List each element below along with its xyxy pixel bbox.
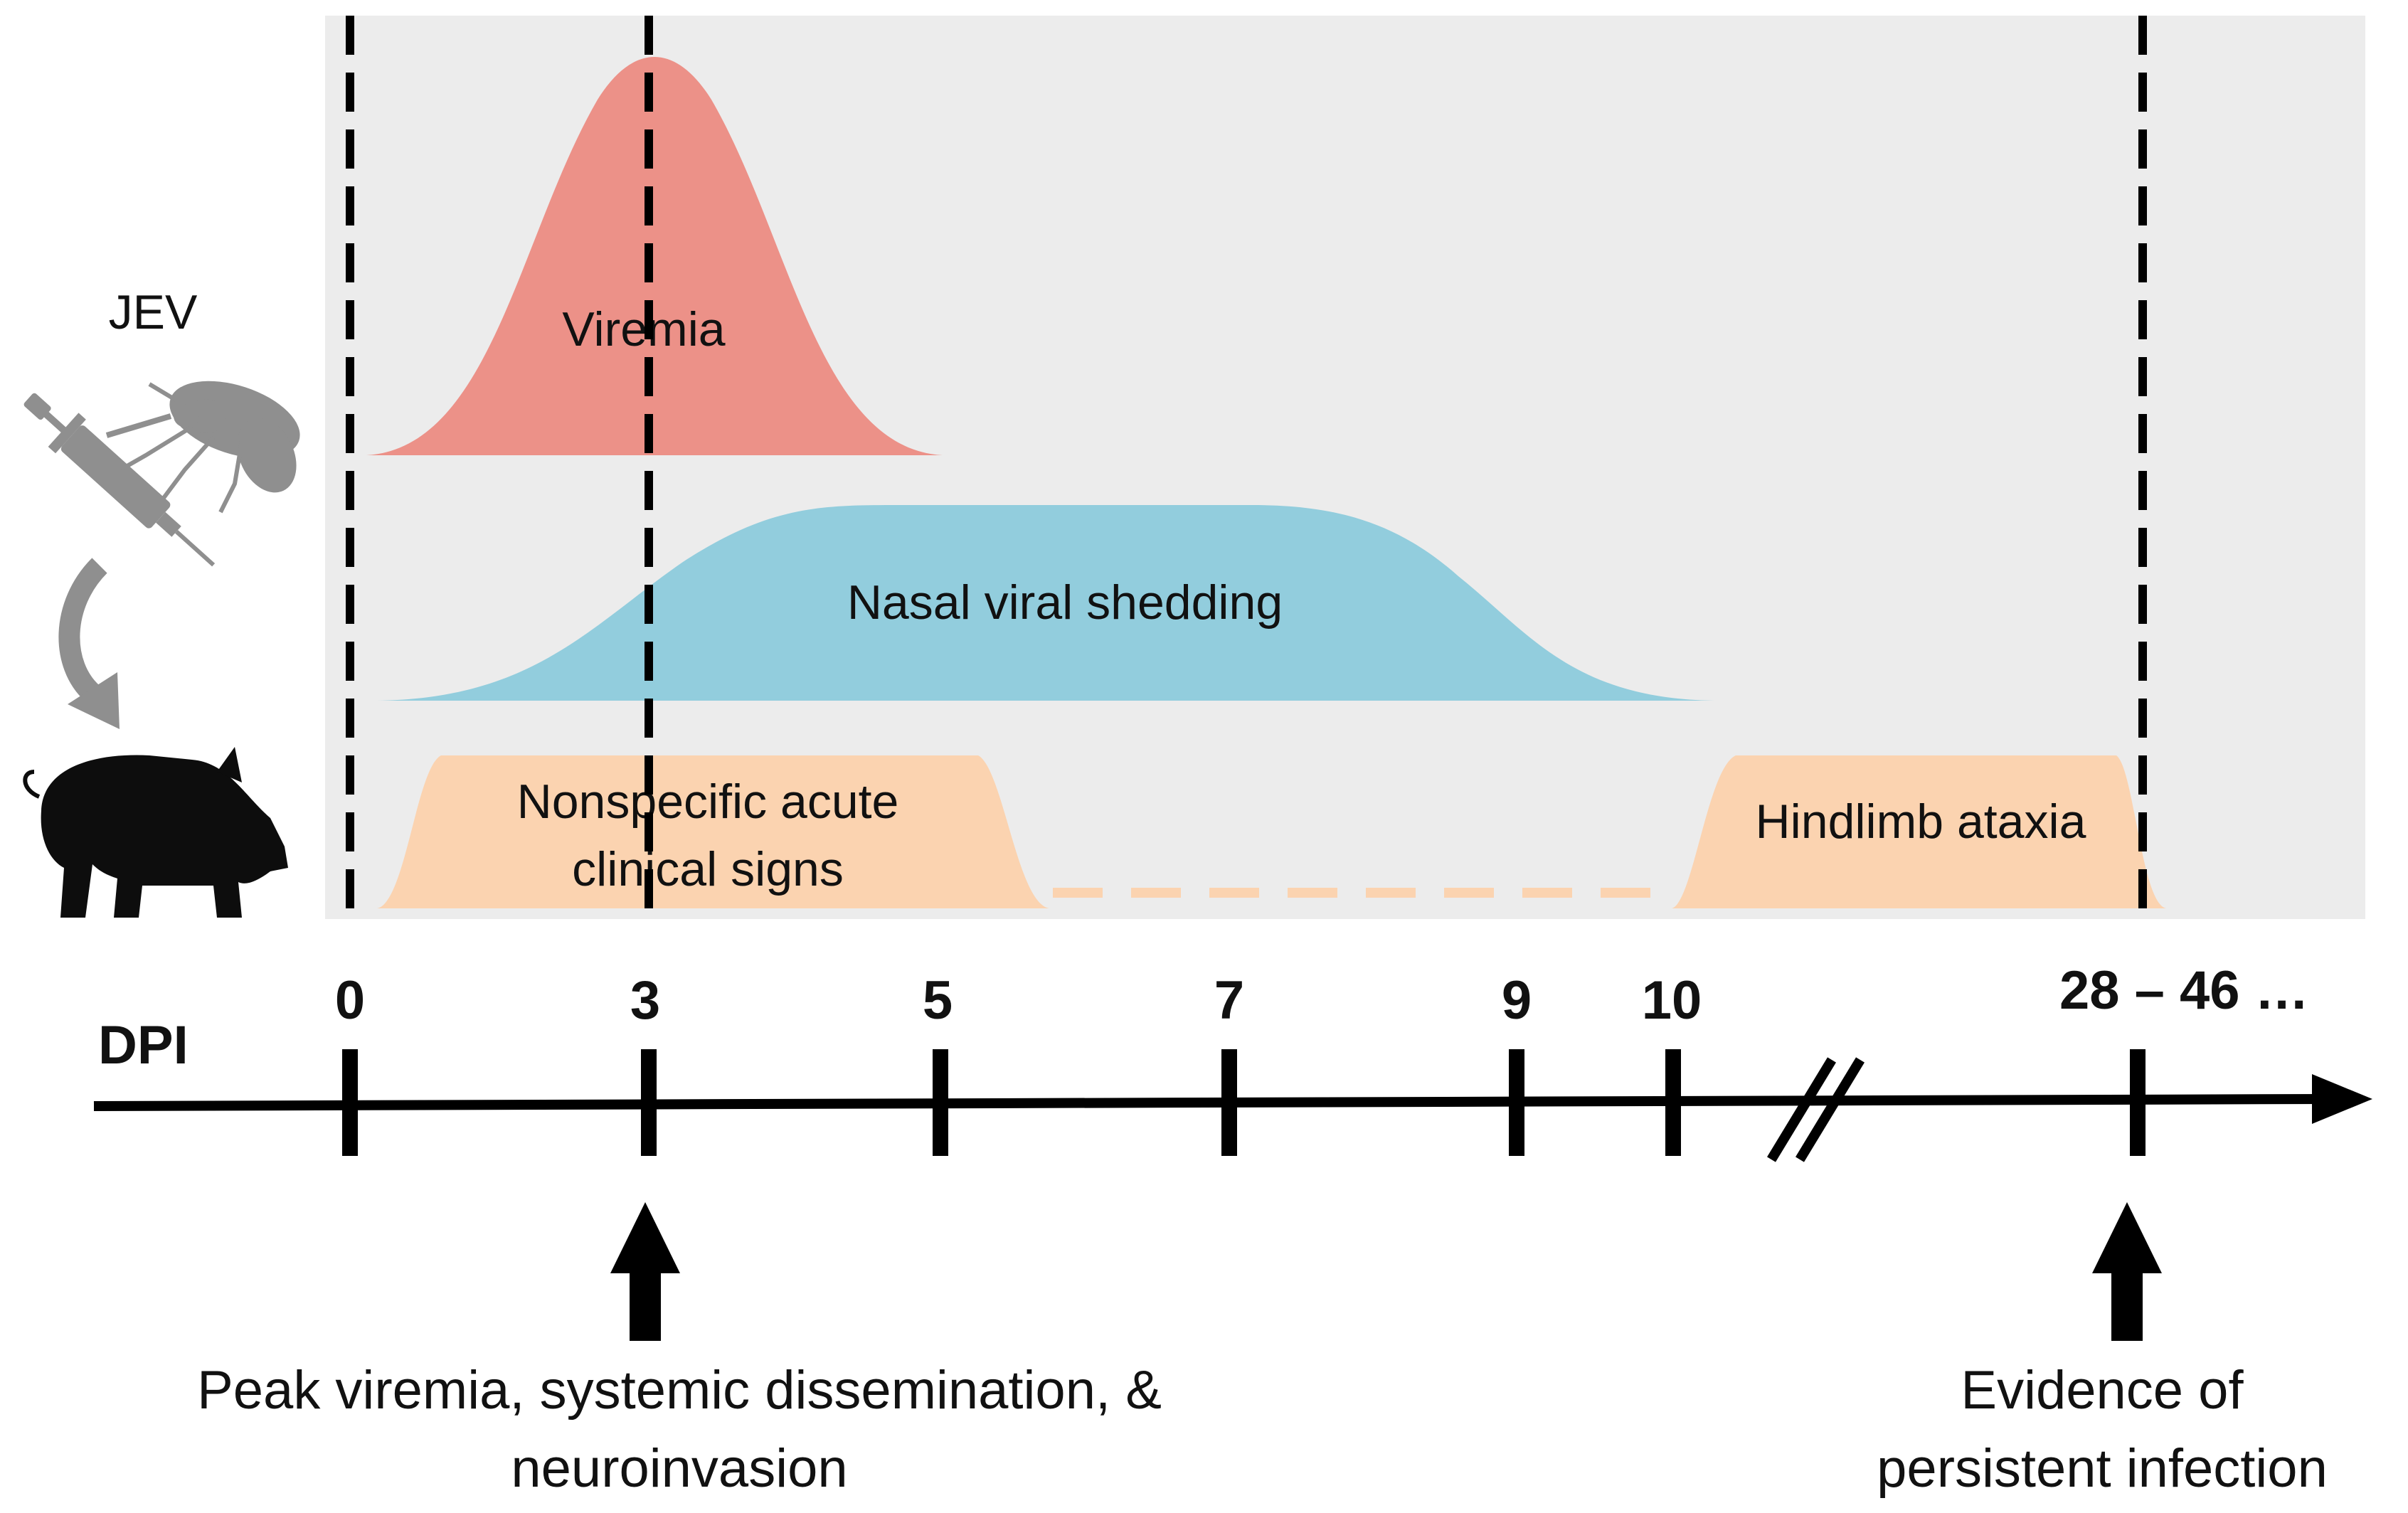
nasal-shedding-label: Nasal viral shedding [847,575,1283,630]
dpi-axis-arrowhead [2312,1074,2372,1124]
peak-viremia-arrow-icon [610,1202,680,1341]
persistent-infection-note-line2: persistent infection [1877,1438,2328,1499]
tick-label-3: 3 [630,970,660,1031]
pig-icon [23,747,288,918]
acute-signs-label-line2: clinical signs [572,842,844,896]
persistent-infection-note-line1: Evidence of [1961,1360,2244,1421]
transmission-arrow-icon [58,558,120,729]
syringe-icon [23,393,216,567]
peak-viremia-note-line1: Peak viremia, systemic dissemination, & [197,1360,1162,1421]
dpi-axis-label: DPI [98,1015,189,1076]
tick-label-0: 0 [335,970,365,1031]
viremia-label: Viremia [562,302,725,356]
tick-label-28-46: 28 – 46 … [2059,960,2309,1021]
persistent-infection-arrow-icon [2092,1202,2162,1341]
mosquito-icon [105,381,300,514]
nasal-shedding-curve [377,505,1714,701]
tick-label-7: 7 [1214,970,1244,1031]
hindlimb-ataxia-band [1672,755,2166,908]
tick-label-5: 5 [923,970,953,1031]
tick-label-9: 9 [1502,970,1532,1031]
acute-signs-band [377,755,1049,908]
acute-signs-label-line1: Nonspecific acute [517,775,899,829]
pathogen-label: JEV [109,285,198,339]
peak-viremia-note-line2: neuroinvasion [511,1438,847,1499]
dpi-axis-line [93,1094,2327,1111]
viremia-curve [366,57,943,455]
tick-label-10: 10 [1642,970,1702,1031]
axis-break-mark-1 [1767,1057,1836,1162]
axis-break-mark-2 [1796,1057,1865,1162]
hindlimb-ataxia-label: Hindlimb ataxia [1756,795,2086,849]
